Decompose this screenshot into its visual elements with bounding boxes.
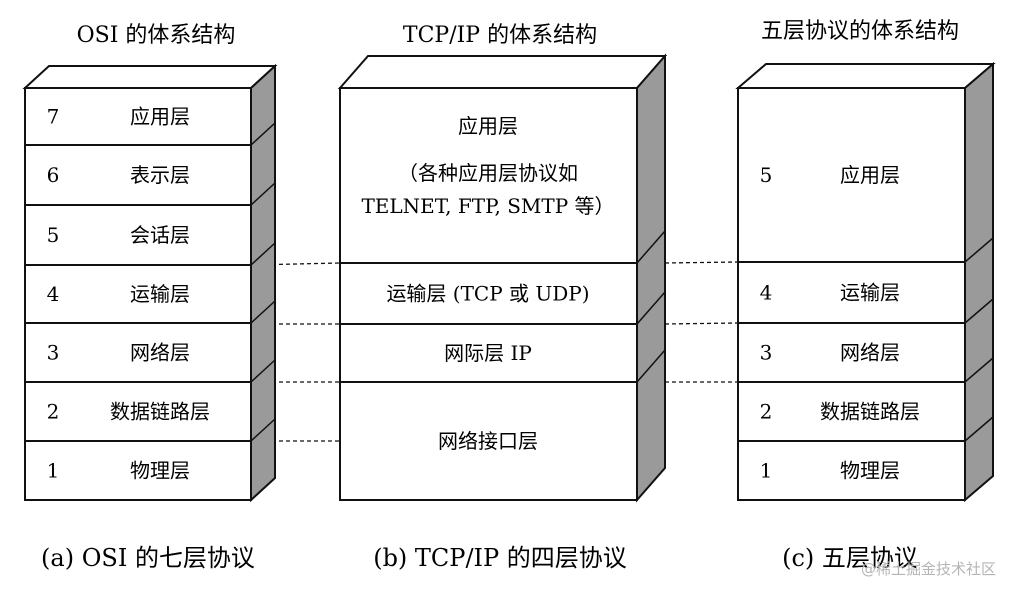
five-layer-number: 2	[760, 400, 773, 424]
tcpip-layer: 网络接口层	[339, 381, 638, 501]
osi-stack: 7 应用层 6 表示层 5 会话层 4 运输层 3 网络层 2 数据链路层 1 物理层	[22, 63, 278, 503]
osi-layer: 2 数据链路层	[24, 381, 252, 442]
five-layer-stack: 5 应用层 4 运输层 3 网络层 2 数据链路层 1 物理层	[735, 61, 996, 503]
tcpip-layers: 应用层 （各种应用层协议如 TELNET, FTP, SMTP 等） 运输层 (TCP…	[339, 87, 638, 501]
osi-layer: 3 网络层	[24, 322, 252, 383]
osi-title: OSI 的体系结构	[77, 23, 236, 48]
osi-side-edge	[250, 182, 276, 206]
five-layer: 1 物理层	[737, 440, 966, 501]
five-side-face	[964, 61, 994, 503]
osi-side-edge	[250, 122, 276, 146]
osi-layer-number: 7	[47, 105, 60, 129]
osi-layer: 5 会话层	[24, 204, 252, 266]
tcpip-caption: (b) TCP/IP 的四层协议	[373, 544, 627, 572]
tcpip-layer-label: 网际层 IP	[444, 341, 532, 365]
tcpip-layer-box	[339, 381, 638, 501]
osi-layer: 7 应用层	[24, 87, 252, 146]
osi-layer-label: 数据链路层	[110, 400, 210, 424]
five-layer: 4 运输层	[737, 261, 966, 324]
five-layer-box	[737, 87, 966, 263]
five-layer-label: 数据链路层	[820, 400, 920, 424]
osi-layer-label: 物理层	[130, 459, 190, 483]
tcpip-side-edge	[636, 230, 666, 264]
osi-layers: 7 应用层 6 表示层 5 会话层 4 运输层 3 网络层 2 数据链路层 1 物理层	[24, 87, 252, 501]
osi-side-edge	[250, 242, 276, 266]
osi-layer-box	[24, 322, 252, 383]
five-layer-box	[737, 322, 966, 383]
osi-layer-number: 5	[47, 223, 60, 247]
osi-side-edge	[250, 418, 276, 442]
osi-layer-number: 6	[47, 163, 60, 187]
five-layer: 5 应用层	[737, 87, 966, 263]
five-side-edge	[964, 237, 994, 263]
tcpip-layer-label: 应用层	[458, 114, 518, 138]
dashed-connector	[664, 261, 739, 264]
osi-layer-box	[24, 381, 252, 442]
osi-layer: 1 物理层	[24, 440, 252, 501]
five-layer-title: 五层协议的体系结构	[761, 19, 959, 44]
tcpip-layer-box	[339, 262, 638, 325]
watermark-text: @稀土掘金技术社区	[861, 560, 996, 578]
five-side-edge	[964, 298, 994, 324]
tcpip-layer-label: （各种应用层协议如	[398, 161, 578, 185]
five-layer-number: 1	[760, 459, 773, 483]
osi-layer-box	[24, 144, 252, 206]
tcpip-top-face	[337, 55, 668, 89]
osi-layer-label: 网络层	[130, 341, 190, 365]
tcpip-title: TCP/IP 的体系结构	[403, 23, 597, 48]
five-side-edge	[964, 416, 994, 442]
five-layer-caption: (c) 五层协议	[782, 544, 918, 572]
five-layer-number: 3	[760, 341, 773, 365]
five-layer-label: 物理层	[840, 459, 900, 483]
tcpip-layer-label: TELNET, FTP, SMTP 等）	[361, 194, 614, 218]
five-side-edge	[964, 357, 994, 383]
osi-side-face	[250, 63, 276, 503]
five-layer: 3 网络层	[737, 322, 966, 383]
five-layer-box	[737, 440, 966, 501]
osi-layer: 6 表示层	[24, 144, 252, 206]
osi-layer-box	[24, 204, 252, 266]
five-layer-number: 4	[760, 281, 773, 305]
osi-layer-number: 4	[47, 282, 60, 306]
osi-layer-number: 2	[47, 400, 60, 424]
osi-side-edge	[250, 359, 276, 383]
osi-top-face	[22, 65, 278, 89]
five-layer-box	[737, 381, 966, 442]
tcpip-layer: 应用层 （各种应用层协议如 TELNET, FTP, SMTP 等）	[339, 87, 638, 264]
tcpip-layer: 网际层 IP	[339, 323, 638, 383]
five-layer: 2 数据链路层	[737, 381, 966, 442]
tcpip-stack: 应用层 （各种应用层协议如 TELNET, FTP, SMTP 等） 运输层 (TCP…	[337, 53, 668, 503]
five-layer-label: 网络层	[840, 341, 900, 365]
tcpip-layer: 运输层 (TCP 或 UDP)	[339, 262, 638, 325]
osi-layer: 4 运输层	[24, 264, 252, 324]
tcpip-side-face	[636, 53, 666, 503]
osi-layer-box	[24, 440, 252, 501]
tcpip-side-edge	[636, 349, 666, 383]
five-layer-box	[737, 261, 966, 324]
tcpip-layer-label: 运输层 (TCP 或 UDP)	[386, 282, 589, 306]
tcpip-side-edge	[636, 291, 666, 325]
five-top-face	[735, 63, 996, 89]
tcpip-layer-box	[339, 323, 638, 383]
dashed-connector	[664, 322, 739, 325]
five-layer-label: 运输层	[840, 281, 900, 305]
tcpip-layer-box	[339, 87, 638, 264]
osi-layer-label: 运输层	[130, 282, 190, 306]
five-layer-number: 5	[760, 163, 773, 187]
osi-side-edge	[250, 300, 276, 324]
osi-caption: (a) OSI 的七层协议	[41, 544, 255, 572]
five-layer-label: 应用层	[840, 163, 900, 187]
osi-layer-label: 表示层	[130, 163, 190, 187]
osi-layer-label: 应用层	[130, 105, 190, 129]
five-layers: 5 应用层 4 运输层 3 网络层 2 数据链路层 1 物理层	[737, 87, 966, 501]
osi-layer-box	[24, 264, 252, 324]
osi-layer-number: 3	[47, 341, 60, 365]
tcpip-layer-label: 网络接口层	[438, 429, 538, 453]
osi-layer-label: 会话层	[130, 223, 190, 247]
osi-layer-number: 1	[47, 459, 60, 483]
